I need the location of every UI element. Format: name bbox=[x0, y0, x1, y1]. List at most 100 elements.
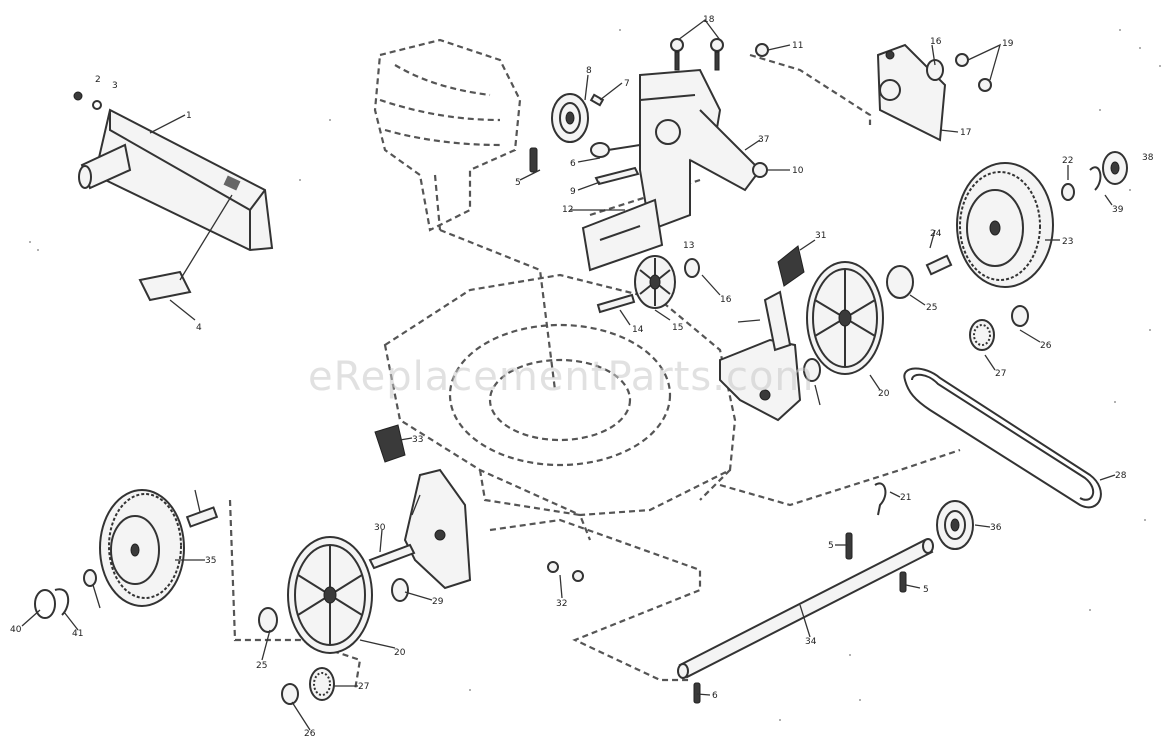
hex-bolt-18 bbox=[670, 38, 724, 71]
clip-21 bbox=[874, 482, 887, 516]
drive-wheel-left bbox=[287, 536, 373, 654]
part-label-30: 30 bbox=[374, 523, 386, 533]
bracket-right bbox=[876, 43, 992, 142]
washer-22 bbox=[1061, 183, 1075, 201]
washer-29-left bbox=[391, 578, 409, 602]
leader-lines bbox=[21, 19, 1116, 731]
washer-25 bbox=[886, 265, 914, 299]
pinion-27 bbox=[969, 319, 995, 351]
part-label-10: 10 bbox=[792, 166, 804, 176]
part-label-36: 36 bbox=[990, 523, 1002, 533]
part-label-27b: 27 bbox=[358, 682, 369, 692]
part-label-29: 29 bbox=[432, 597, 444, 607]
part-label-6: 6 bbox=[570, 159, 576, 169]
part-label-16: 16 bbox=[720, 295, 732, 305]
part-label-5b: 5 bbox=[828, 541, 834, 551]
part-label-14: 14 bbox=[632, 325, 644, 335]
part-label-28: 28 bbox=[1115, 471, 1127, 481]
part-label-9: 9 bbox=[570, 187, 576, 197]
part-label-20: 20 bbox=[878, 389, 890, 399]
part-label-31: 31 bbox=[815, 231, 826, 241]
spacer-24-left bbox=[185, 506, 219, 528]
part-label-3: 3 bbox=[112, 81, 118, 91]
clip-41-left bbox=[54, 588, 70, 616]
part-label-20b: 20 bbox=[394, 648, 406, 658]
part-label-23: 23 bbox=[1062, 237, 1073, 247]
idler-pulley bbox=[634, 255, 676, 309]
drive-wheel-right bbox=[806, 261, 884, 375]
part-label-2: 2 bbox=[95, 75, 101, 85]
part-label-5: 5 bbox=[515, 178, 521, 188]
rear-wheel-left bbox=[99, 489, 185, 607]
trans-pulley bbox=[936, 500, 974, 550]
grip-31-left bbox=[374, 424, 406, 463]
hub-cap-40-left bbox=[34, 589, 56, 619]
handle-screw bbox=[73, 91, 102, 110]
part-label-24: 24 bbox=[930, 229, 942, 239]
part-label-18: 18 bbox=[703, 15, 715, 25]
nut-11 bbox=[755, 43, 769, 57]
part-label-25: 25 bbox=[926, 303, 937, 313]
part-label-15: 15 bbox=[672, 323, 683, 333]
roll-pins bbox=[693, 532, 907, 704]
part-label-16b: 16 bbox=[930, 37, 942, 47]
rear-wheel-right bbox=[956, 162, 1054, 288]
scan-speckle bbox=[29, 29, 1161, 721]
part-label-40: 40 bbox=[10, 625, 22, 635]
part-label-7: 7 bbox=[624, 79, 630, 89]
washer-25-left bbox=[258, 607, 278, 633]
washer-29-right bbox=[803, 358, 821, 382]
part-label-26: 26 bbox=[1040, 341, 1052, 351]
engine-pulley bbox=[551, 93, 589, 143]
plate bbox=[581, 198, 664, 272]
height-adjuster-left bbox=[368, 468, 472, 590]
handle-cover bbox=[78, 108, 274, 252]
engine-phantom bbox=[373, 38, 522, 232]
part-label-32: 32 bbox=[556, 599, 567, 609]
part-label-5c: 5 bbox=[923, 585, 929, 595]
spacer-24 bbox=[925, 254, 953, 276]
part-label-13: 13 bbox=[683, 241, 694, 251]
bracket-main bbox=[639, 68, 762, 232]
part-label-39: 39 bbox=[1112, 205, 1124, 215]
pinion-27-left bbox=[309, 667, 335, 701]
part-label-6b: 6 bbox=[712, 691, 718, 701]
part-label-19: 19 bbox=[1002, 39, 1014, 49]
part-label-27: 27 bbox=[995, 369, 1006, 379]
part-label-1: 1 bbox=[186, 111, 192, 121]
part-label-37: 37 bbox=[758, 135, 769, 145]
part-label-35: 35 bbox=[205, 556, 216, 566]
deck-phantom bbox=[383, 273, 737, 541]
part-label-38: 38 bbox=[1142, 153, 1154, 163]
part-label-26b: 26 bbox=[304, 729, 316, 739]
pivot-bolt bbox=[590, 142, 641, 186]
part-label-34: 34 bbox=[805, 637, 817, 647]
deck-bolts-32 bbox=[547, 561, 584, 582]
grip-31-right bbox=[777, 245, 805, 287]
hub-cap-40 bbox=[1102, 151, 1128, 185]
part-number-labels: 1 2 3 4 5 5 5 6 6 7 8 9 10 11 12 13 14 1… bbox=[10, 15, 1154, 739]
part-label-21: 21 bbox=[900, 493, 911, 503]
washer-26 bbox=[1011, 305, 1029, 327]
set-screw bbox=[529, 147, 538, 173]
drive-belt bbox=[903, 367, 1102, 509]
bolt-10 bbox=[752, 162, 768, 178]
part-label-17: 17 bbox=[960, 128, 971, 138]
washer-22-left bbox=[83, 569, 97, 587]
drive-axle bbox=[677, 538, 934, 679]
height-adjuster-right bbox=[719, 290, 802, 422]
decal bbox=[138, 270, 192, 302]
washer bbox=[684, 258, 700, 278]
part-label-25b: 25 bbox=[256, 661, 267, 671]
part-label-22: 22 bbox=[1062, 156, 1073, 166]
clip-41 bbox=[1089, 166, 1102, 191]
part-label-41: 41 bbox=[72, 629, 83, 639]
part-label-11: 11 bbox=[792, 41, 803, 51]
part-label-12: 12 bbox=[562, 205, 573, 215]
part-label-33: 33 bbox=[412, 435, 423, 445]
key bbox=[589, 93, 605, 107]
washer-26-left bbox=[281, 683, 299, 705]
part-label-4: 4 bbox=[196, 323, 202, 333]
idler-bolt bbox=[596, 293, 636, 314]
